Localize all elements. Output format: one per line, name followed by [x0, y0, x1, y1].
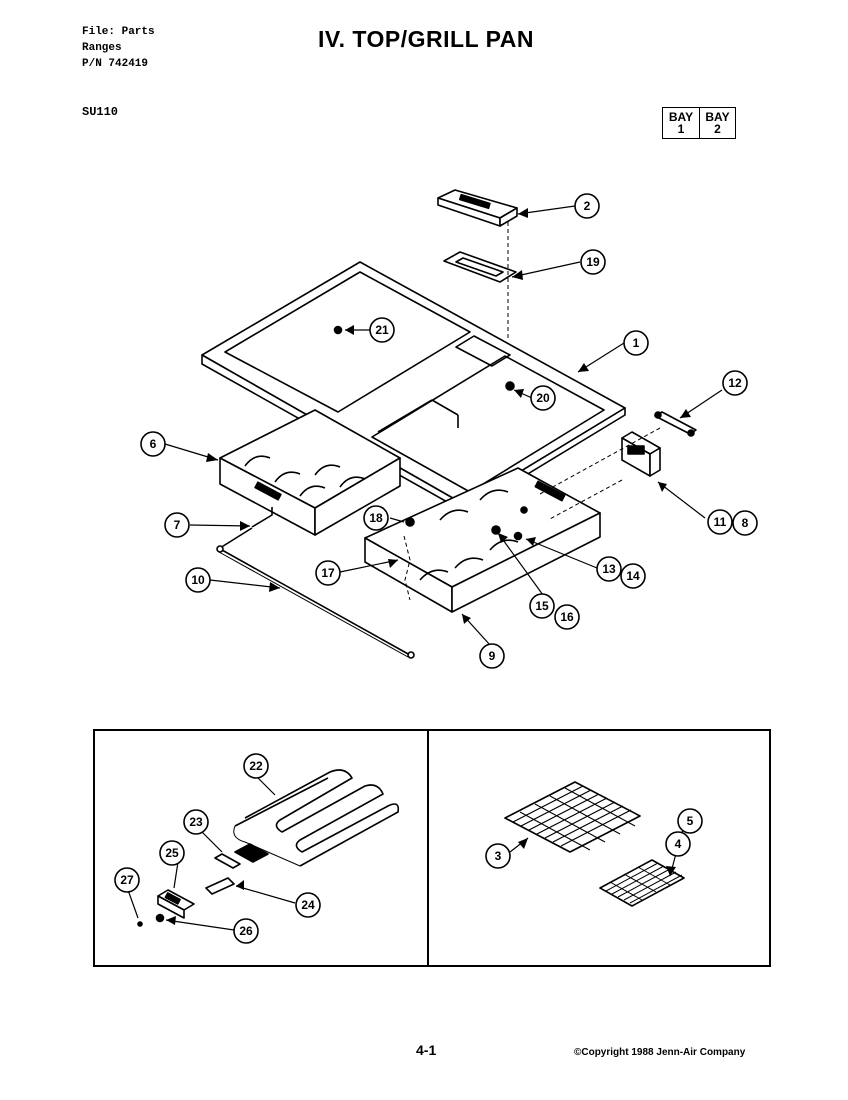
copyright-notice: ©Copyright 1988 Jenn-Air Company	[574, 1047, 746, 1058]
part-number-line: P/N 742419	[82, 58, 149, 70]
callout-label: 4	[675, 837, 682, 851]
arrowheads	[206, 208, 691, 624]
bay-number: 2	[714, 122, 721, 136]
callout-label: 11	[714, 515, 727, 529]
bay-label: BAY	[668, 110, 694, 124]
callout-label: 16	[560, 610, 574, 624]
callout-label: 24	[301, 898, 315, 912]
callout-label: 17	[321, 566, 335, 580]
page-title: IV. TOP/GRILL PAN	[318, 26, 534, 52]
callout-label: 5	[687, 814, 694, 828]
callout-label: 18	[369, 511, 383, 525]
part-right-grill-pan	[364, 467, 601, 613]
callout-label: 20	[536, 391, 550, 405]
part-element-clip	[205, 877, 235, 895]
part-plate	[443, 251, 517, 283]
part-bracket	[621, 431, 661, 477]
callout-circles	[140, 193, 758, 669]
bay-cell-1: BAY 1	[663, 108, 699, 138]
callout-label: 25	[165, 846, 179, 860]
accessory-callout-circles	[114, 753, 703, 944]
part-terminal-bracket	[214, 843, 269, 869]
callout-label: 7	[174, 518, 181, 532]
callout-label: 14	[626, 569, 640, 583]
part-left-grill-pan	[219, 409, 401, 536]
exploded-parts-diagram: 2 19 21 1 20 12 6 7 10 18 17 11 8 13 14 …	[140, 189, 758, 669]
callout-label: 2	[584, 199, 591, 213]
callout-labels: 2 19 21 1 20 12 6 7 10 18 17 11 8 13 14 …	[150, 199, 749, 663]
bay-cell-2: BAY 2	[699, 108, 735, 138]
part-large-grate	[504, 781, 641, 853]
page-number: 4-1	[416, 1042, 437, 1058]
part-terminal-block	[157, 889, 195, 919]
accessory-callout-labels: 22 23 25 27 24 26 3 4 5	[120, 759, 693, 938]
accessory-parts-diagram: 22 23 25 27 24 26 3 4 5	[114, 753, 703, 944]
callout-label: 9	[489, 649, 496, 663]
callout-label: 1	[633, 336, 640, 350]
part-clip	[654, 411, 697, 437]
bay-label: BAY	[705, 110, 730, 124]
bay-box: BAY 1 BAY 2	[662, 107, 736, 139]
bay-number: 1	[677, 122, 685, 136]
callout-label: 6	[150, 437, 157, 451]
callout-label: 21	[375, 323, 389, 337]
callout-label: 12	[728, 376, 742, 390]
grill-grates-panel	[427, 729, 771, 967]
model-number: SU110	[82, 105, 119, 119]
part-small-grate	[599, 859, 685, 907]
callout-label: 26	[239, 924, 253, 938]
file-line: File: Parts	[82, 26, 155, 38]
part-handle-cap	[437, 189, 518, 227]
callout-label: 15	[535, 599, 549, 613]
callout-label: 3	[495, 849, 502, 863]
callout-label: 27	[120, 873, 134, 887]
callout-label: 8	[742, 516, 749, 530]
callout-label: 22	[249, 759, 263, 773]
callout-label: 13	[602, 562, 616, 576]
category-line: Ranges	[82, 42, 122, 54]
callout-label: 23	[189, 815, 203, 829]
part-rods	[216, 507, 415, 659]
callout-label: 19	[586, 255, 600, 269]
callout-label: 10	[191, 573, 205, 587]
part-heating-element	[233, 769, 400, 867]
file-info: File: Parts Ranges P/N 742419	[82, 24, 155, 72]
